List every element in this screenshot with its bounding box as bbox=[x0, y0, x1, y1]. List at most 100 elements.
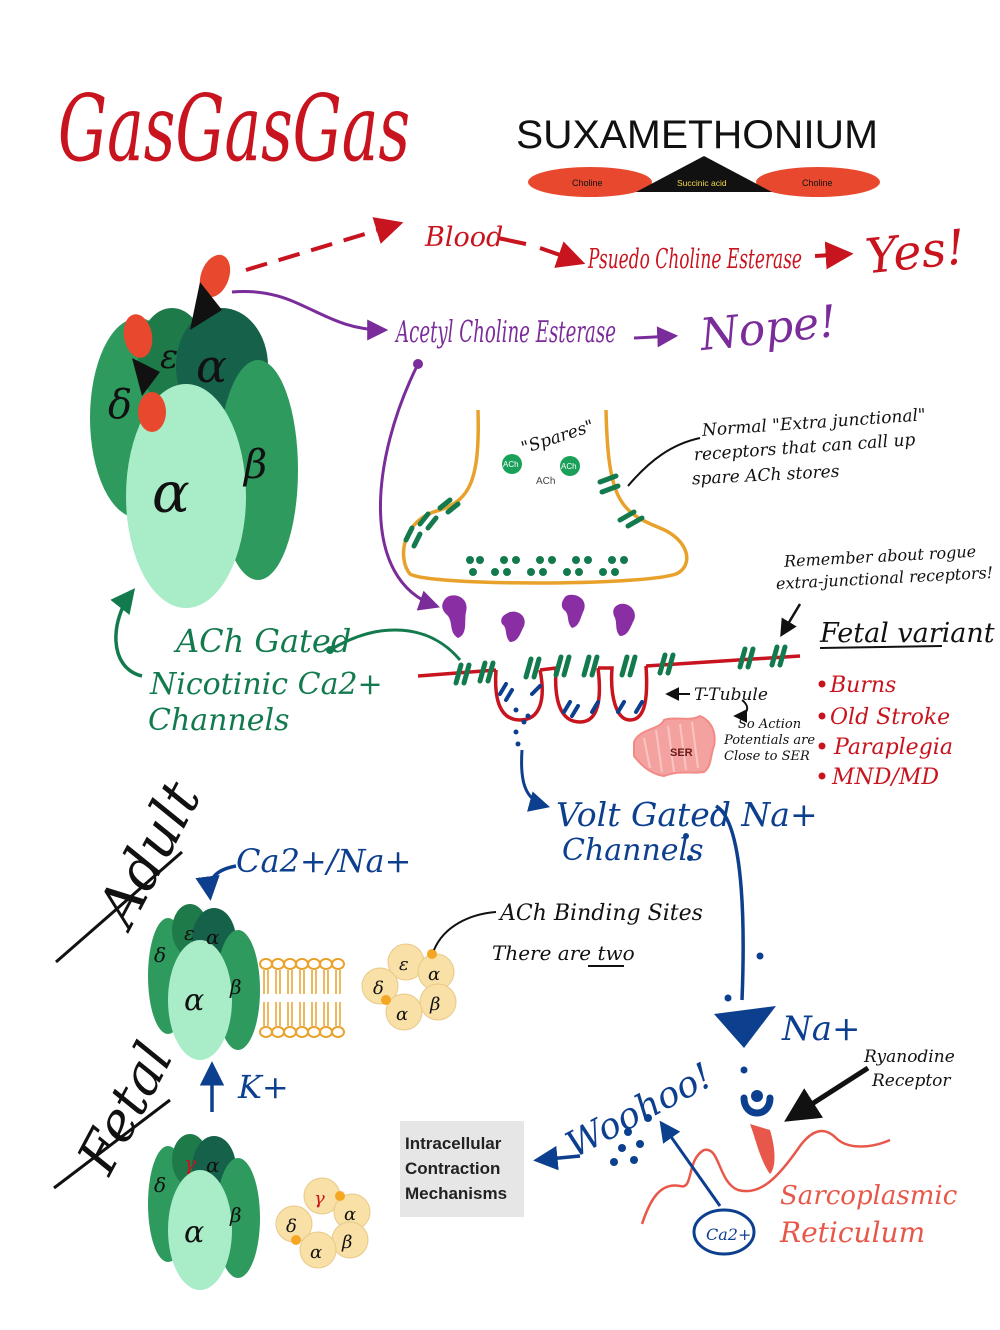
na-dots-cleft bbox=[513, 707, 531, 747]
adult-binding-subunit: α bbox=[396, 1004, 408, 1025]
ache-arrow bbox=[231, 289, 389, 341]
choline-right-shape bbox=[756, 167, 880, 197]
box-line-3: Mechanisms bbox=[405, 1184, 508, 1203]
ach-dot bbox=[539, 568, 547, 576]
normal-note-line3: spare ACh stores bbox=[691, 462, 840, 490]
bound-choline-2 bbox=[123, 314, 153, 358]
fetal-binding-subunit: γ bbox=[314, 1188, 325, 1209]
ach-gated-line2: Nicotinic Ca2+ bbox=[149, 667, 383, 702]
sr-line1: Sarcoplasmic bbox=[780, 1181, 958, 1211]
succinic-acid-shape bbox=[636, 156, 772, 192]
ach-dot bbox=[572, 556, 580, 564]
receptor-tick bbox=[553, 654, 564, 678]
ach-dot bbox=[563, 568, 571, 576]
ion-in-label: Ca2+/Na+ bbox=[236, 842, 411, 880]
ach-dot bbox=[611, 568, 619, 576]
lipid-head bbox=[319, 958, 333, 970]
fetal-variant-item: Paraplegia bbox=[833, 735, 953, 760]
subunit-epsilon-label: ε bbox=[160, 337, 178, 377]
receptor-tick bbox=[531, 656, 542, 680]
ach-dot bbox=[500, 556, 508, 564]
ach-dot bbox=[491, 568, 499, 576]
adult-binding-subunit: α bbox=[428, 964, 440, 985]
lipid-head bbox=[319, 1026, 333, 1038]
ser-shape bbox=[633, 714, 716, 778]
receptor-tick bbox=[619, 654, 630, 678]
ryanodine-pointer bbox=[784, 1065, 870, 1122]
yes-label: Yes! bbox=[863, 219, 968, 285]
fetal-variant-heading: Fetal variant bbox=[819, 618, 995, 649]
na-dot bbox=[740, 1066, 748, 1074]
adult-subunit-label: δ bbox=[154, 943, 166, 967]
nope-label: Nope! bbox=[697, 296, 839, 361]
na-dot bbox=[683, 833, 689, 839]
subunit-beta-label: β bbox=[242, 442, 267, 488]
ach-dot bbox=[620, 556, 628, 564]
fetal-subunit-label: δ bbox=[154, 1173, 166, 1197]
fetal-binding-subunit: α bbox=[310, 1242, 322, 1263]
pseudo-arrow bbox=[497, 238, 580, 262]
blood-label: Blood bbox=[424, 222, 503, 253]
receptor-fetal: δ γ α β α bbox=[148, 1134, 260, 1290]
receptor-adult: δ ε α β α bbox=[148, 904, 260, 1060]
ach-gated-line3: Channels bbox=[148, 703, 290, 738]
lipid-head bbox=[259, 1026, 273, 1038]
subunit-alpha-main-label: α bbox=[152, 461, 190, 526]
volt-gated-line1: Volt Gated Na+ bbox=[556, 795, 818, 834]
lipid-head bbox=[295, 1026, 309, 1038]
contraction-mechanisms-box: Intracellular Contraction Mechanisms bbox=[400, 1121, 524, 1217]
fetal-variant-item: Burns bbox=[829, 673, 896, 698]
lipid-head bbox=[331, 1026, 345, 1038]
woohoo-label: Woohoo! bbox=[560, 1055, 720, 1166]
binding-sites-adult: ε α δ β α bbox=[361, 943, 457, 1031]
receptor-tick bbox=[769, 644, 780, 668]
ser-label: SER bbox=[670, 747, 693, 759]
ach-gated-arrow bbox=[110, 588, 143, 678]
woohoo-arrow bbox=[533, 1145, 581, 1171]
fetal-subunit-label: γ bbox=[184, 1151, 196, 1175]
ach-vesicle-1 bbox=[502, 454, 522, 474]
lipid-head bbox=[283, 1026, 297, 1038]
calcium-label: Ca2+ bbox=[706, 1225, 751, 1244]
receptor-tick bbox=[477, 660, 488, 684]
ach-dot bbox=[503, 568, 511, 576]
ach-free-label: ACh bbox=[536, 476, 555, 487]
receptor-tick bbox=[777, 644, 788, 668]
ttubule-note-line1: So Action bbox=[738, 717, 801, 732]
na-arrowhead bbox=[714, 1006, 776, 1048]
adult-binding-subunit: δ bbox=[373, 978, 384, 999]
na-dot bbox=[756, 952, 764, 960]
adult-binding-subunit: β bbox=[429, 994, 440, 1015]
choline-left-shape bbox=[528, 167, 652, 197]
ache-arrow-start-dot bbox=[413, 359, 423, 369]
junctional-receptors bbox=[453, 644, 788, 686]
ach-dot bbox=[512, 556, 520, 564]
ach-vesicle-2 bbox=[560, 456, 580, 476]
calcium-release-arrow bbox=[659, 1120, 722, 1207]
lipid-head bbox=[295, 958, 309, 970]
lipid-head bbox=[271, 1026, 285, 1038]
volt-gated-arrow bbox=[520, 749, 551, 812]
binding-sites-fetal: γ α δ β α bbox=[275, 1177, 371, 1269]
receptor-tick bbox=[657, 652, 668, 676]
ach-gated-line1: ACh Gated bbox=[173, 622, 351, 660]
calcium-dots bbox=[610, 1114, 652, 1166]
box-line-1: Intracellular bbox=[405, 1134, 502, 1153]
ach-dot bbox=[476, 556, 484, 564]
fetal-variant-underline bbox=[819, 645, 943, 649]
receptor-tick bbox=[461, 662, 472, 686]
adult-underline bbox=[55, 850, 183, 964]
ryanodine-line2: Receptor bbox=[871, 1071, 951, 1091]
choline-right-label: Choline bbox=[802, 178, 833, 188]
ryanodine-receptor bbox=[740, 1090, 775, 1174]
ach-vesicle-2-label: ACh bbox=[561, 462, 577, 471]
subunit-alpha-top-label: α bbox=[196, 339, 227, 393]
bound-succinic-2 bbox=[132, 358, 160, 396]
calcium-circle bbox=[692, 1208, 756, 1256]
receptor-tick bbox=[665, 652, 676, 676]
adult-subunit-label: β bbox=[229, 975, 242, 999]
sr-line2: Reticulum bbox=[779, 1216, 925, 1249]
ach-dot bbox=[466, 556, 474, 564]
ach-dot bbox=[536, 556, 544, 564]
suxamethonium-molecule: Choline Succinic acid Choline bbox=[528, 156, 880, 197]
